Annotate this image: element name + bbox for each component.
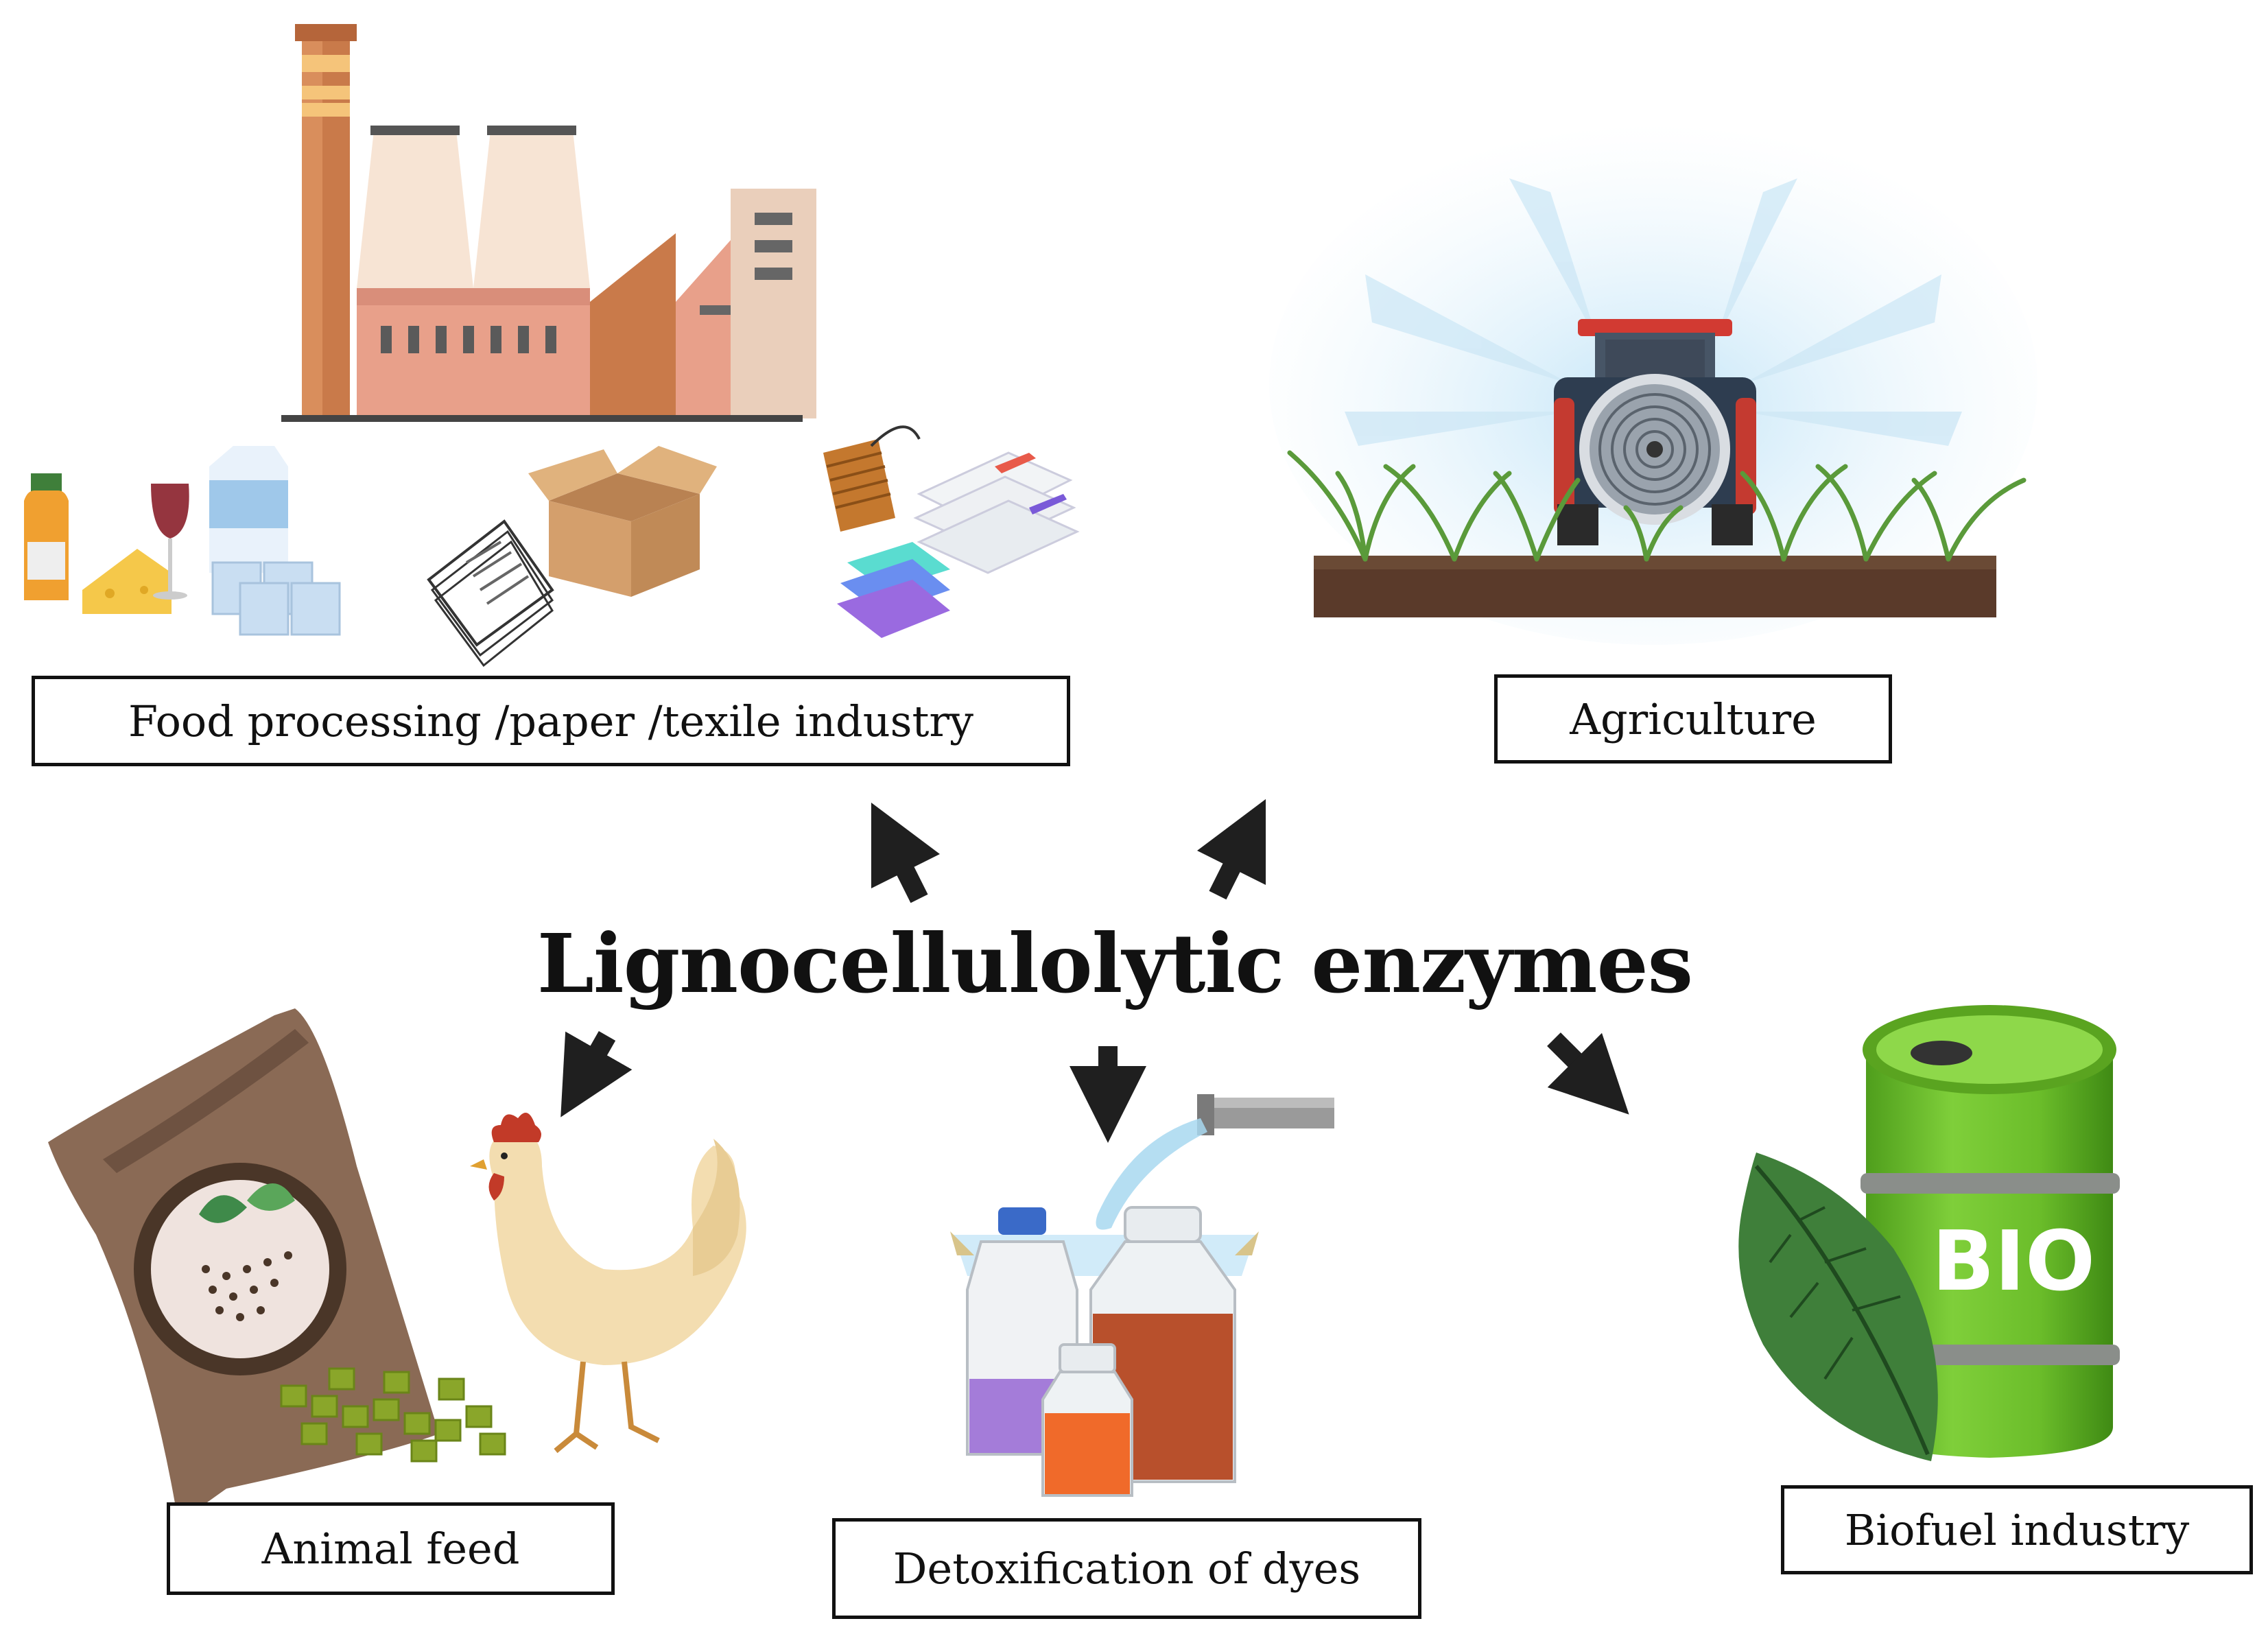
label-animal-feed-text: Animal feed bbox=[261, 1524, 520, 1574]
food-products-icon bbox=[24, 446, 341, 636]
label-agriculture: Agriculture bbox=[1494, 674, 1892, 764]
paper-stack-icon bbox=[427, 519, 554, 667]
crops-icon bbox=[1287, 450, 2027, 617]
label-agriculture-text: Agriculture bbox=[1570, 694, 1817, 744]
arrow-to-agriculture bbox=[1196, 799, 1266, 900]
arrow-to-food bbox=[871, 802, 941, 903]
arrow-to-biofuel bbox=[1547, 1032, 1629, 1115]
leaf-icon bbox=[1738, 1152, 1938, 1461]
water-pipe-icon bbox=[1096, 1094, 1334, 1230]
center-title: Lignocellulolytic enzymes bbox=[536, 916, 1693, 1011]
towels-icon bbox=[837, 451, 1080, 638]
cardboard-box-icon bbox=[528, 446, 717, 597]
label-food-industry: Food processing /paper /texile industry bbox=[32, 676, 1070, 766]
label-animal-feed: Animal feed bbox=[167, 1502, 615, 1595]
label-food-industry-text: Food processing /paper /texile industry bbox=[128, 696, 974, 746]
feed-bag-icon bbox=[48, 1008, 506, 1523]
dye-bottles-icon bbox=[950, 1206, 1259, 1497]
factory-icon bbox=[281, 24, 816, 422]
label-biofuel: Biofuel industry bbox=[1781, 1485, 2253, 1574]
label-biofuel-text: Biofuel industry bbox=[1844, 1504, 2190, 1555]
barrel-label: BIO bbox=[1932, 1214, 2095, 1310]
arrow-to-animal-feed bbox=[560, 1031, 633, 1117]
chicken-icon bbox=[470, 1113, 746, 1454]
label-detox-text: Detoxification of dyes bbox=[893, 1544, 1361, 1594]
thread-spool-icon bbox=[823, 425, 921, 532]
label-detox: Detoxification of dyes bbox=[832, 1518, 1421, 1619]
arrows bbox=[560, 799, 1629, 1143]
tractor-icon bbox=[1269, 123, 2037, 645]
